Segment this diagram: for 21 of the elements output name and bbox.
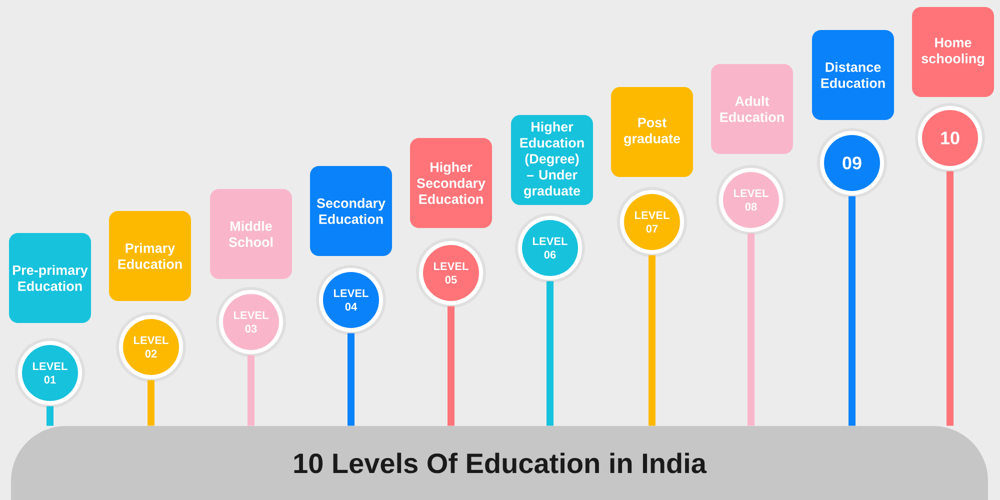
label-box: Distance Education [812,30,894,120]
connector-line [546,281,554,426]
connector-line [348,333,354,426]
label-box: Higher Education (Degree) – Under graduate [511,115,593,205]
connector-line [248,355,254,426]
label-box: Pre-primary Education [9,233,91,323]
title-banner: 10 Levels Of Education in India [11,426,988,500]
label-box: Adult Education [711,64,794,154]
label-box: Primary Education [109,211,191,301]
connector-line [946,171,954,426]
connector-line [648,255,656,426]
label-box: Higher Secondary Education [410,138,492,228]
label-box: Home schooling [912,7,994,97]
connector-line [46,406,54,426]
connector-line [748,233,754,426]
label-box: Middle School [210,189,292,279]
label-box: Post graduate [611,87,693,177]
connector-line [448,306,454,426]
label-box: Secondary Education [310,166,392,256]
connector-line [848,196,856,426]
connector-line [148,380,154,426]
